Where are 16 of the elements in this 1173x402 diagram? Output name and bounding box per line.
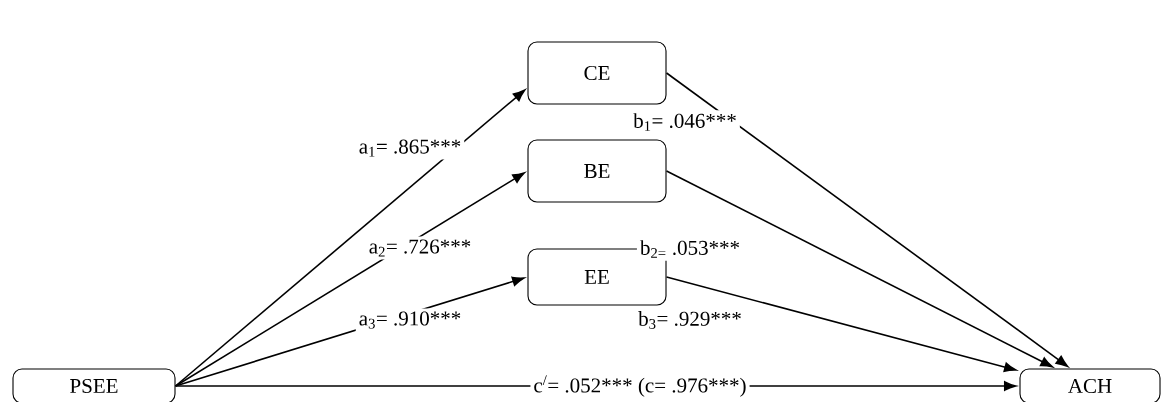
arrow bbox=[665, 72, 1069, 367]
process-box: CE bbox=[527, 41, 667, 105]
edge-label: c$^{/}$= .052*** (c= .976***) bbox=[530, 372, 750, 400]
arrow bbox=[174, 172, 525, 387]
process-box: BE bbox=[527, 139, 667, 203]
arrow bbox=[174, 89, 526, 387]
arrow bbox=[665, 276, 1017, 372]
process-box: ACH bbox=[1019, 368, 1161, 402]
edge-label: a$_{2}$= .726*** bbox=[365, 236, 475, 260]
edge-label: a$_{3}$= .910*** bbox=[355, 308, 465, 332]
edge-label: b$_{3}$= .929*** bbox=[635, 308, 745, 332]
process-box: PSEE bbox=[12, 368, 176, 402]
edge-label: b$_{2=}$ .053*** bbox=[636, 237, 744, 261]
arrow bbox=[665, 170, 1053, 368]
edge-label: a$_{1}$= .865*** bbox=[355, 136, 465, 160]
edge-label: b$_{1}$= .046*** bbox=[630, 110, 740, 134]
